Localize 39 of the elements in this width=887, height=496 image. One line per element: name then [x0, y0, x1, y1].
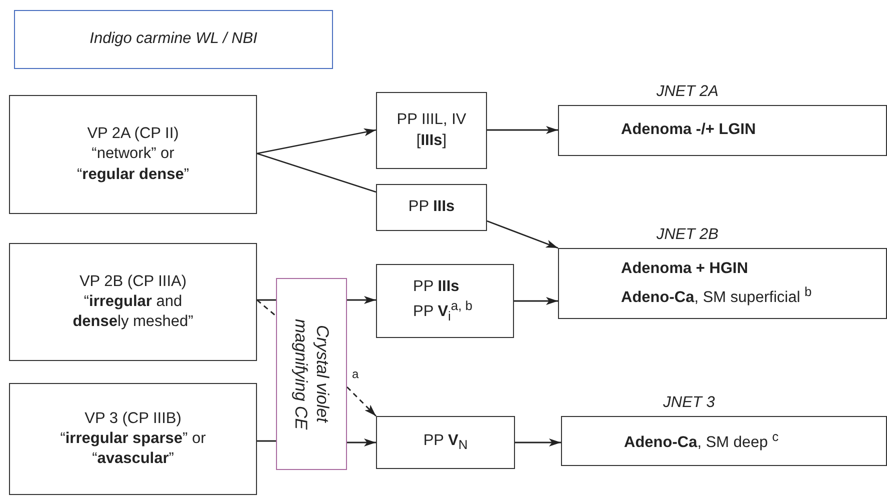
process-box	[558, 248, 887, 319]
node-text: Adeno-Ca, SM superficial $^{b}$	[621, 284, 812, 308]
arrow	[515, 438, 561, 446]
process-box	[561, 416, 887, 466]
method-box	[276, 278, 347, 470]
arrow	[347, 438, 376, 446]
process-box	[376, 184, 487, 231]
node-text: VP 2A (CP II) “network” or “regular dense”	[76, 124, 190, 185]
category-label: JNET 2B	[655, 226, 720, 244]
arrow	[347, 296, 376, 304]
connector-line	[256, 152, 376, 193]
node-text: Crystal violet magnifying CE	[290, 318, 333, 432]
arrow	[486, 220, 558, 249]
node-text: PP IIIs	[413, 277, 460, 298]
node-text: Adeno-Ca, SM deep $^{c}$	[624, 428, 779, 453]
process-box	[14, 10, 333, 69]
category-label: JNET 3	[662, 394, 716, 412]
process-box	[9, 95, 257, 214]
arrow	[256, 128, 376, 154]
node-text: Adenoma + HGIN	[621, 258, 748, 279]
connector-line	[257, 440, 276, 442]
node-text: PP IIIs	[408, 197, 455, 218]
process-box	[376, 264, 514, 338]
process-box	[376, 416, 515, 469]
node-text: VP 3 (CP IIIB) “irregular sparse” or “avascular”	[59, 408, 207, 470]
process-box	[9, 243, 257, 361]
connector-line	[257, 299, 276, 301]
process-box	[9, 383, 257, 495]
node-text: VP 2B (CP IIIA) “irregular and densely meshed”	[72, 272, 194, 332]
arrow	[487, 126, 558, 134]
node-text: Indigo carmine WL / NBI	[90, 29, 258, 50]
process-box	[558, 105, 887, 156]
node-text: PP IIIL, IV [IIIs]	[396, 110, 468, 150]
node-text: PP V$_{N}$	[423, 431, 468, 454]
category-label: JNET 2A	[655, 83, 720, 101]
arrow	[514, 297, 558, 305]
node-text: Adenoma -/+ LGIN	[621, 120, 756, 140]
dashed-arrow	[346, 386, 376, 416]
process-box	[376, 92, 487, 169]
